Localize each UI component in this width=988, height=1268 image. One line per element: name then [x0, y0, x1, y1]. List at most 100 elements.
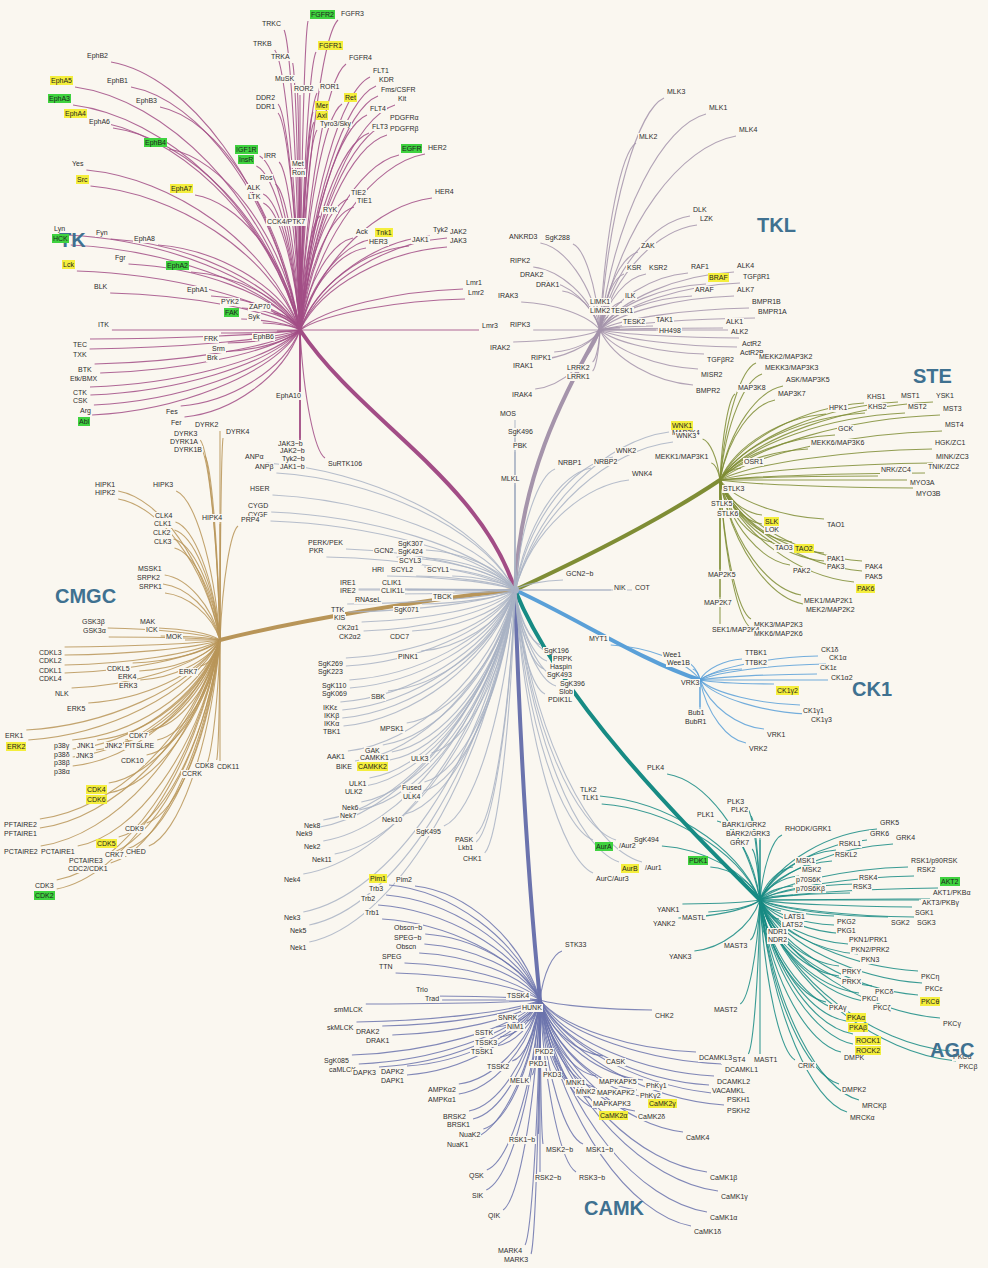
kinase-name: SSTK [474, 1029, 494, 1037]
tree-branch [600, 330, 693, 385]
tree-branch [300, 96, 378, 330]
tree-branch [720, 480, 913, 488]
kinase-name: ROR1 [319, 83, 340, 91]
highlighted-kinase: EphA5 [50, 76, 73, 85]
kinase-name: COT [634, 584, 651, 592]
kinase-name: IRAK2 [489, 344, 511, 352]
kinase-name: TRKC [261, 20, 282, 28]
kinase-name: KSR [626, 264, 642, 272]
tree-branch [92, 330, 300, 415]
kinase-name: TAO1 [826, 521, 846, 529]
kinase-name: BubR1 [684, 718, 707, 726]
kinase-name: ZAP70 [248, 303, 271, 311]
kinase-name: PCTAIRE2 [3, 848, 39, 856]
kinase-name: HIPK4 [201, 514, 223, 522]
kinase-name: CDK7 [128, 732, 149, 740]
kinase-name: GRK7 [729, 839, 750, 847]
tree-branch [459, 1000, 540, 1084]
tree-branch [300, 247, 447, 330]
kinase-name: CaMK2δ [637, 1113, 666, 1121]
highlighted-kinase: EphA4 [64, 109, 87, 118]
kinase-name: FLT4 [369, 105, 387, 113]
kinase-name: BRSK2 [442, 1113, 467, 1121]
kinase-name: Trb3 [368, 885, 384, 893]
kinase-name: CLIK1L [380, 587, 405, 595]
kinase-name: NDR2 [767, 936, 788, 944]
kinase-name: NRBP1 [557, 459, 582, 467]
kinase-name: MAP2K7 [703, 599, 733, 607]
kinase-name: CaMK1γ [720, 1193, 749, 1201]
kinase-name: DLK [692, 206, 708, 214]
kinase-name: ICK [145, 626, 159, 634]
tree-branch [700, 669, 742, 680]
tree-branch [300, 122, 314, 330]
kinase-name: PBK [512, 442, 528, 450]
kinase-name: RAF1 [690, 263, 710, 271]
kinase-name: DAPK3 [352, 1069, 377, 1077]
kinase-name: Wee1 [662, 651, 682, 659]
tree-branch [720, 473, 925, 480]
kinase-name: CCK4/PTK7 [266, 218, 306, 226]
tree-branch [760, 900, 859, 1100]
kinase-name: EphA1 [186, 286, 209, 294]
kinase-name: MKK3/MAP2K3 [753, 621, 804, 629]
kinase-name: MEKK2/MAP3K2 [758, 353, 813, 361]
kinase-name: SuRTK106 [327, 460, 363, 468]
tree-branch [300, 198, 432, 330]
tree-branch [95, 330, 300, 364]
kinase-name: HER3 [368, 238, 389, 246]
kinase-name: FGFR4 [348, 54, 373, 62]
kinase-name: WNK4 [631, 470, 653, 478]
tree-branch [514, 452, 515, 590]
tree-branch [452, 576, 515, 590]
tree-branch [540, 1000, 646, 1097]
kinase-name: DMPK2 [841, 1086, 867, 1094]
highlighted-kinase: ERK2 [6, 742, 26, 751]
kinase-name: FAK [225, 308, 238, 317]
kinase-name: VRK1 [766, 731, 786, 739]
kinase-name: BMPR2 [695, 387, 721, 395]
kinase-name: TIE1 [356, 197, 373, 205]
tree-branch [600, 225, 697, 330]
tree-branch [300, 124, 387, 330]
tree-branch [700, 680, 746, 743]
kinase-name: Pim1 [370, 874, 386, 883]
kinase-name: YANK1 [656, 906, 680, 914]
tree-branch [323, 590, 515, 841]
tree-branch [531, 1000, 540, 1254]
kinase-name: PKR [308, 547, 324, 555]
tree-branch [94, 330, 300, 405]
kinase-name: BMPR1A [757, 308, 788, 316]
kinase-name: PAK2 [792, 567, 811, 575]
tree-branch [300, 289, 463, 330]
tree-branch [540, 1000, 724, 1105]
kinase-name: FGFR3 [340, 10, 365, 18]
tree-branch [720, 479, 907, 480]
tree-branch [540, 951, 562, 1000]
highlighted-kinase: PKCθ [920, 997, 940, 1006]
kinase-name: ERK2 [7, 742, 25, 751]
tree-branch [112, 329, 300, 330]
tree-branch [300, 86, 376, 330]
kinase-name: ERK7 [178, 668, 198, 676]
kinase-name: Srm [211, 345, 226, 353]
kinase-name: MST3 [942, 405, 963, 413]
tree-branch [514, 485, 515, 590]
kinase-name: PKD3 [542, 1071, 562, 1079]
kinase-name: PITSLRE [124, 742, 155, 750]
kinase-name: CaMK2γ [649, 1099, 676, 1108]
kinase-name: TBCK [432, 593, 453, 601]
kinase-name: Nek5 [289, 927, 307, 935]
tree-branch [600, 284, 706, 330]
kinase-name: SgK495 [415, 828, 442, 836]
kinase-name: HGK/ZC1 [934, 439, 966, 447]
kinase-name: MST4 [944, 421, 965, 429]
kinase-name: QSK [468, 1172, 485, 1180]
kinase-name: WNK2 [615, 447, 637, 455]
kinase-name: ALK2 [730, 328, 749, 336]
highlighted-kinase: CK1γ2 [776, 686, 799, 695]
kinase-name: CK1γ1 [802, 707, 825, 715]
kinase-name: Fyn [95, 229, 109, 237]
tree-branch [300, 133, 369, 330]
kinase-name: PKN2/PRK2 [850, 946, 891, 954]
